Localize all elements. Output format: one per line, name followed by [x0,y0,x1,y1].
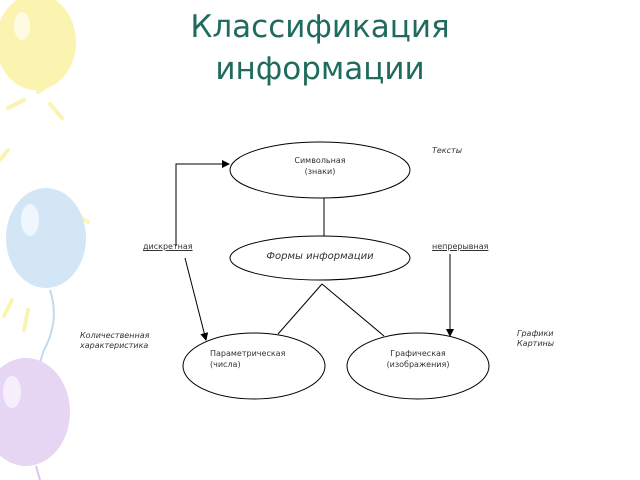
node-symbolic-ellipse [229,141,411,199]
label-continuous: непрерывная [432,242,489,251]
node-center-ellipse [229,235,411,281]
node-parametric: Параметрическая (числа) [210,348,285,370]
node-symbolic-line1: Символьная [294,156,346,165]
edge-center-parametric [277,283,323,335]
arrow-discrete-parametric [184,257,209,341]
node-graphic: Графическая (изображения) [368,348,468,370]
edge-center-graphic [321,283,385,337]
node-graphic-ellipse [346,332,490,400]
node-symbolic: Символьная (знаки) [270,155,370,177]
label-graphs: Графики [517,329,554,338]
node-graphic-line1: Графическая [390,349,446,358]
label-texts: Тексты [432,146,463,155]
label-quantitative-line2: характеристика [80,341,149,350]
arrow-to-symbolic [175,160,230,246]
node-center-label: Формы информации [266,251,374,262]
node-graphic-line2: (изображения) [386,360,450,369]
node-parametric-line2: (числа) [210,360,241,369]
label-pictures: Картины [517,339,555,348]
label-discrete: дискретная [143,242,193,251]
node-parametric-ellipse [182,332,326,400]
title-line-1: Классификация [190,9,450,45]
node-parametric-line1: Параметрическая [210,349,286,358]
node-symbolic-line2: (знаки) [304,167,336,176]
label-quantitative-line1: Количественная [80,331,150,340]
title-line-2: информации [215,51,425,87]
page-title: Классификация информации [0,6,640,90]
label-quantitative: Количественная характеристика [80,331,149,351]
label-graphs-pictures: Графики Картины [517,329,554,349]
